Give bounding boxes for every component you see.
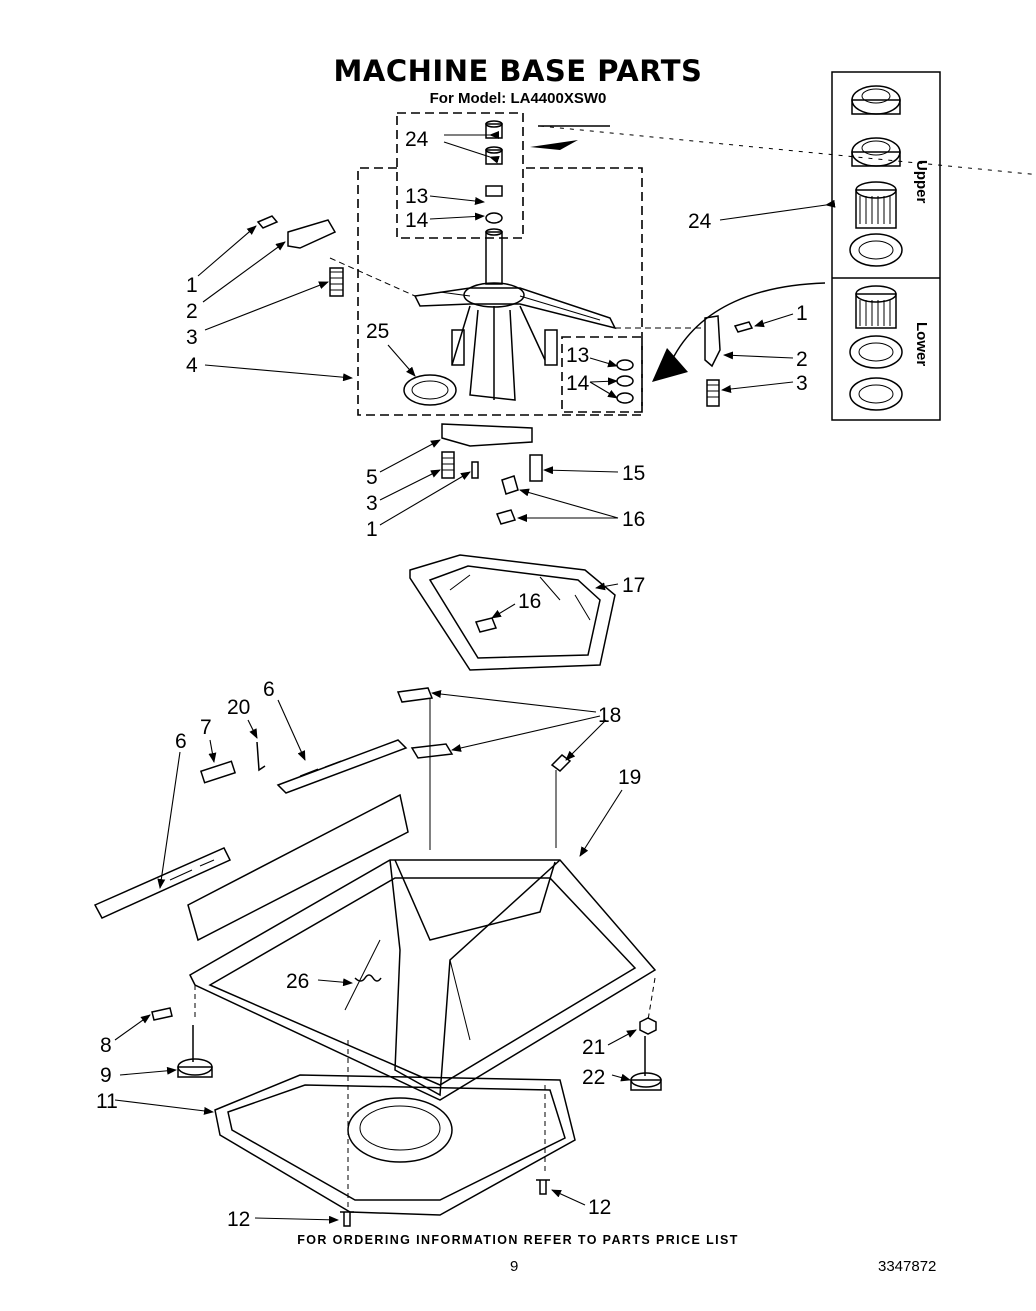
callout-5: 5 xyxy=(366,466,378,489)
bearing-detail-box xyxy=(396,112,524,239)
leader-lines xyxy=(114,131,836,1224)
callout-19: 19 xyxy=(618,766,641,789)
callout-26: 26 xyxy=(286,970,309,993)
callout-7: 7 xyxy=(200,716,212,739)
part-14-upper xyxy=(485,212,503,224)
callout-2-left: 2 xyxy=(186,300,198,323)
curved-arrow-icon xyxy=(671,282,826,361)
callout-18: 18 xyxy=(598,704,621,727)
part-13-lower xyxy=(616,359,634,371)
part-25-ring xyxy=(403,374,457,406)
callout-21: 21 xyxy=(582,1036,605,1059)
pads-18 xyxy=(396,687,572,850)
callout-16-right: 16 xyxy=(622,508,645,531)
bracket-parts-right xyxy=(704,315,754,407)
callout-6-left: 6 xyxy=(175,730,187,753)
lower-seal-stack xyxy=(849,285,903,411)
bracket-parts-left xyxy=(256,215,344,297)
callout-1-mid: 1 xyxy=(366,518,378,541)
screw-12-left xyxy=(340,1211,354,1227)
page-title: MACHINE BASE PARTS xyxy=(333,54,703,88)
callout-15: 15 xyxy=(622,462,645,485)
document-number: 3347872 xyxy=(878,1258,937,1275)
part-13-upper xyxy=(485,185,503,197)
callout-8: 8 xyxy=(100,1034,112,1057)
callout-23: 24 xyxy=(405,128,429,151)
callout-16-center: 16 xyxy=(518,590,541,613)
callout-3-left: 3 xyxy=(186,326,198,349)
callout-1-right: 1 xyxy=(796,302,808,325)
callout-3-right: 3 xyxy=(796,372,808,395)
callout-24-label: 24 xyxy=(688,210,712,233)
callout-13-top: 13 xyxy=(405,185,428,208)
callout-14-top: 14 xyxy=(405,209,429,232)
callout-1-left: 1 xyxy=(186,274,198,297)
callout-11: 11 xyxy=(96,1090,118,1113)
seal-kit-box: Upper Lower xyxy=(831,71,941,421)
callout-20: 20 xyxy=(227,696,250,719)
model-subtitle: For Model: LA4400XSW0 xyxy=(429,90,607,107)
wire-clip-26 xyxy=(354,974,382,982)
upper-seal-stack xyxy=(849,85,903,267)
page-number: 9 xyxy=(510,1258,519,1275)
callout-4: 4 xyxy=(186,354,198,377)
callout-17: 17 xyxy=(622,574,645,597)
callout-13-inner: 13 xyxy=(566,344,589,367)
lower-kit-label: Lower xyxy=(913,322,930,366)
part-23-upper xyxy=(485,120,503,165)
strap-and-spring-parts xyxy=(441,423,543,525)
callout-9: 9 xyxy=(100,1064,112,1087)
callout-2-right: 2 xyxy=(796,348,808,371)
callout-3-mid: 3 xyxy=(366,492,378,515)
callout-12-right: 12 xyxy=(588,1196,611,1219)
transmission-assembly xyxy=(329,125,1036,416)
callout-25: 25 xyxy=(366,320,389,343)
ordering-footer: FOR ORDERING INFORMATION REFER TO PARTS … xyxy=(297,1233,739,1247)
cabinet-base-frame-19 xyxy=(187,793,657,1101)
callout-12-left: 12 xyxy=(227,1208,250,1231)
callout-6-top: 6 xyxy=(263,678,275,701)
callout-labels: 24 13 14 1 2 3 4 25 13 14 24 24 1 2 3 5 … xyxy=(96,128,808,1231)
callout-14-inner: 14 xyxy=(566,372,590,395)
base-pan-11 xyxy=(214,1074,576,1216)
suspension-frame-17 xyxy=(409,554,616,671)
callout-22: 22 xyxy=(582,1066,605,1089)
reference-lines xyxy=(194,977,656,1208)
upper-kit-label: Upper xyxy=(913,160,930,204)
rail-parts xyxy=(93,739,408,919)
screw-12-right xyxy=(536,1179,550,1195)
